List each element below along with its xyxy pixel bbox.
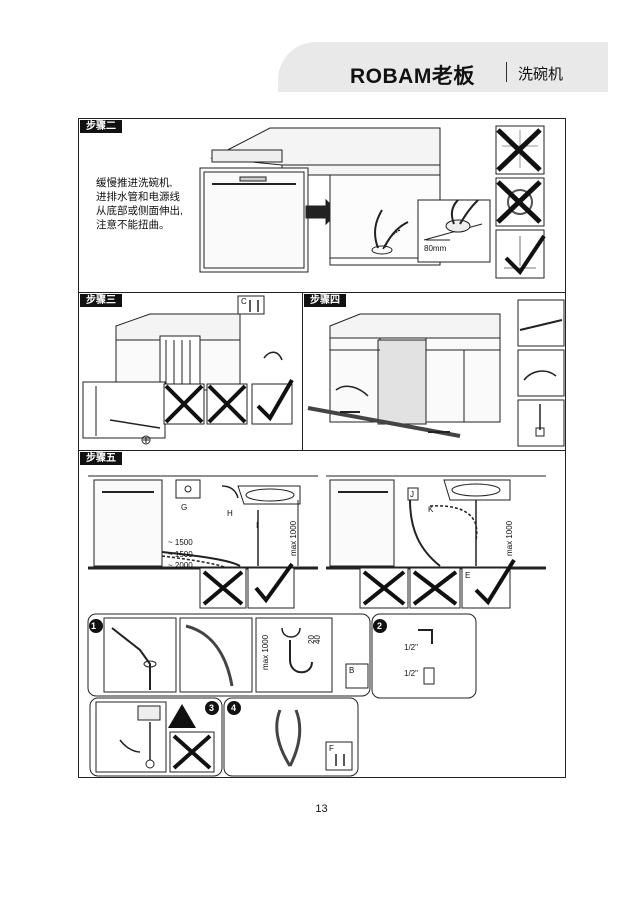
- subpanel-3: 3: [89, 697, 223, 777]
- subpanel-2: 2 1/2" 1/2": [371, 613, 477, 699]
- dim-2000: ~ 2000: [168, 561, 193, 570]
- dim-20: 20: [307, 635, 316, 644]
- subpanel-3-number: 3: [209, 703, 214, 713]
- dim-max1000-c: max 1000: [261, 634, 270, 670]
- step3-illustration: C: [82, 295, 294, 445]
- dim-max1000-a: max 1000: [289, 520, 298, 556]
- mark-b: B: [349, 666, 354, 675]
- part-c-label: C: [241, 297, 247, 306]
- header-band: [278, 42, 608, 92]
- dim-max1000-b: max 1000: [505, 520, 514, 556]
- mark-e: E: [465, 571, 470, 580]
- subpanel-4: 4 F: [223, 697, 359, 777]
- mark-g: G: [181, 503, 187, 512]
- mark-f: F: [329, 744, 334, 753]
- step5-right-illustration: max 1000 J K E: [326, 475, 546, 609]
- step2-note: 缓慢推进洗碗机, 进排水管和电源线 从底部或侧面伸出, 注意不能扭曲。: [96, 176, 183, 232]
- subpanel-1-number: 1: [91, 621, 96, 631]
- subpanel-1: max 1000 20 40 B 1: [87, 613, 371, 697]
- divider-step3-4: [78, 450, 566, 451]
- note-line: 进排水管和电源线: [96, 191, 180, 203]
- note-line: 缓慢推进洗碗机,: [96, 177, 173, 189]
- dim-1500-a: ~ 1500: [168, 538, 193, 547]
- mark-j: J: [410, 490, 414, 499]
- subpanel-4-number: 4: [231, 703, 236, 713]
- divider-step2: [78, 292, 566, 293]
- header-separator: [506, 62, 507, 82]
- step4-illustration: [307, 299, 565, 447]
- mark-i: I: [256, 521, 258, 530]
- dim-80mm: 80mm: [424, 244, 447, 253]
- page-number: 13: [315, 803, 328, 815]
- step5-left-illustration: ~ 1500 ~ 1500 ~ 2000 max 1000 G H I: [88, 475, 318, 609]
- subpanel-2-number: 2: [377, 621, 382, 631]
- mark-h: H: [227, 509, 233, 518]
- dim-1500-b: ~ 1500: [168, 550, 193, 559]
- step4-label: 步骤四: [304, 294, 346, 307]
- brand-logo: ROBAM老板: [350, 65, 475, 88]
- step5-label: 步骤五: [80, 452, 122, 465]
- thread-a: 1/2": [404, 643, 418, 652]
- thread-b: 1/2": [404, 669, 418, 678]
- instruction-frame: [78, 118, 566, 778]
- divider-vertical: [302, 292, 303, 450]
- dim-40: 40: [313, 635, 322, 644]
- product-name: 洗碗机: [518, 66, 564, 83]
- step2-illustration: 80mm: [199, 125, 546, 279]
- mark-k: K: [428, 505, 434, 514]
- step3-label: 步骤三: [80, 294, 122, 307]
- note-line: 从底部或侧面伸出,: [96, 205, 183, 217]
- note-line: 注意不能扭曲。: [96, 219, 170, 231]
- step2-label: 步骤二: [80, 120, 122, 133]
